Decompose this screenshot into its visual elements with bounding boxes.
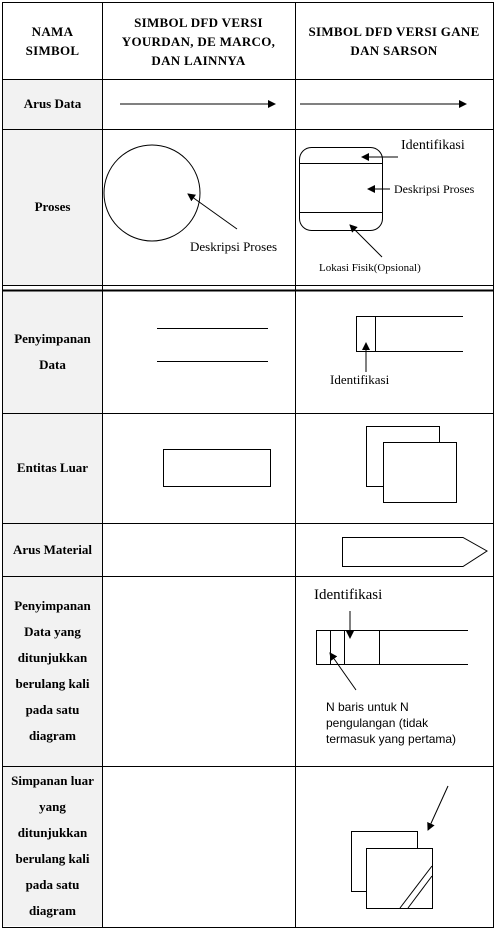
row-name-penyimpanan-berulang: Penyimpanan Data yang ditunjukkan berula…: [3, 576, 102, 766]
gane-duplicate-entity-front: [366, 848, 433, 909]
gane-process-desc-label: Deskripsi Proses: [394, 182, 475, 196]
gane-process-id-label: Identifikasi: [401, 138, 465, 153]
yourdan-external-entity: [163, 449, 271, 487]
row-name-entitas-luar: Entitas Luar: [3, 413, 102, 523]
header-gane-sarson: SIMBOL DFD VERSI GANE DAN SARSON: [308, 24, 480, 58]
row-name-arus-material: Arus Material: [3, 523, 102, 576]
gane-process-location-label: Lokasi Fisik(Opsional): [319, 262, 421, 274]
gane-material-flow-symbol: [342, 537, 488, 567]
row-name-penyimpanan-data: Penyimpanan Data: [3, 290, 102, 413]
gane-duplicate-entity-pointer: [427, 785, 449, 831]
yourdan-process-circle: [103, 144, 201, 242]
header-yourdan: SIMBOL DFD VERSI YOURDAN, DE MARCO, DAN …: [121, 14, 276, 68]
gane-process-loc-pointer: [349, 224, 383, 258]
yourdan-process-label: Deskripsi Proses: [190, 239, 278, 254]
header-nama-simbol: NAMA SIMBOL: [25, 24, 80, 58]
gane-duplicate-line-pointer: [329, 652, 357, 691]
row-name-simpanan-luar-berulang: Simpanan luar yang ditunjukkan berulang …: [3, 766, 102, 926]
row-name-proses: Proses: [3, 129, 102, 285]
gane-duplicate-id-label: Identifikasi: [314, 587, 383, 603]
gane-datastore-id-label: Identifikasi: [330, 372, 390, 387]
gane-external-entity-front: [383, 442, 457, 503]
row-name-arus-data: Arus Data: [3, 79, 102, 129]
gane-datastore-symbol: [356, 316, 463, 352]
gane-duplicate-datastore: [316, 630, 468, 665]
gane-duplicate-note-label: N baris untuk N pengulangan (tidak terma…: [326, 700, 457, 746]
yourdan-process-pointer: [187, 193, 238, 230]
